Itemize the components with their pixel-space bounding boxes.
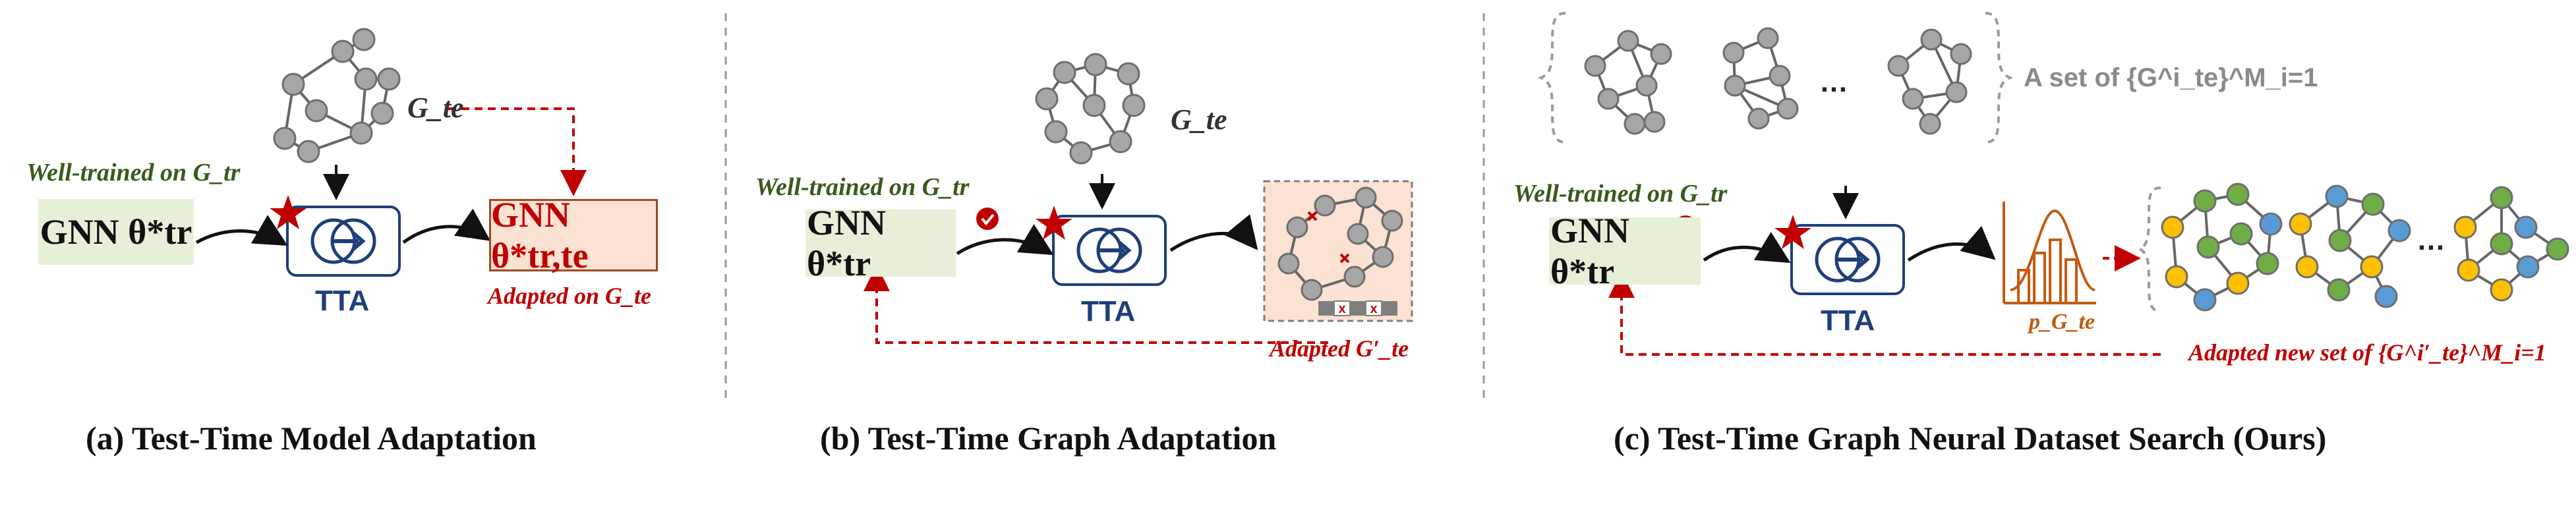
svg-text:x: x <box>1338 302 1345 316</box>
gnn-adapted-label-a: GNN θ*tr,te <box>491 195 589 275</box>
check-badge-icon <box>975 206 1000 231</box>
adapted-label-c: Adapted new set of {G^i′_te}^M_i=1 <box>2188 339 2546 366</box>
brace-icon <box>2136 186 2161 312</box>
feature-mask-bar: x x <box>1318 300 1397 316</box>
top-graph-3-nodes <box>1887 28 1972 135</box>
arrow-gnn-to-tta-a <box>195 215 288 246</box>
gnn-input-label-c: GNN θ*tr <box>1550 211 1629 291</box>
graph-label-a: G_te <box>407 92 464 124</box>
gnn-input-box-a: GNN θ*tr <box>38 199 194 265</box>
graph-nodes-a <box>273 28 401 163</box>
dashed-feedback-arrow-b <box>864 265 1328 344</box>
tta-circle-icon <box>1792 225 1904 294</box>
adapted-label-a: Adapted on G_te <box>488 283 651 309</box>
tta-label-a: TTA <box>315 285 370 317</box>
adapted-graph-nodes <box>1277 186 1403 301</box>
arrow-gnn-to-tta-b <box>956 223 1054 256</box>
removed-edge-marks <box>1307 211 1350 264</box>
distribution-label: p_G_te <box>2029 310 2095 334</box>
ellipsis-bottom: … <box>2416 224 2445 256</box>
set-label: A set of {G^i_te}^M_i=1 <box>2024 63 2318 92</box>
tta-label-c: TTA <box>1821 304 1875 337</box>
tta-label-b: TTA <box>1081 295 1136 327</box>
arrow-gnn-to-tta-c <box>1703 231 1791 264</box>
graph-label-b: G_te <box>1171 103 1227 136</box>
caption-a: (a) Test-Time Model Adaptation <box>86 420 537 457</box>
ellipsis-top: … <box>1819 66 1848 98</box>
gnn-adapted-box-a: GNN θ*tr,te <box>489 195 658 275</box>
graph-nodes-b <box>1035 53 1146 165</box>
gnn-input-label-b: GNN θ*tr <box>807 203 886 283</box>
distribution-chart-icon <box>2003 202 2096 304</box>
gnn-input-box-b: GNN θ*tr <box>805 203 956 283</box>
star-icon <box>1036 206 1072 240</box>
star-icon <box>1774 215 1811 249</box>
well-trained-label-c: Well-trained on G_tr <box>1513 180 1728 208</box>
arrow-tta-to-dist-c <box>1907 225 1996 262</box>
colored-graph-2-nodes <box>2289 184 2411 308</box>
brace-icon <box>1985 12 2014 144</box>
caption-b: (b) Test-Time Graph Adaptation <box>820 420 1277 457</box>
tta-circle-icon <box>287 207 399 275</box>
arrow-tta-to-adapted-b <box>1169 214 1258 252</box>
brace-icon <box>1537 12 1566 144</box>
dashed-arrow-graph-to-adapted-a <box>448 107 587 196</box>
colored-graph-1-nodes <box>2161 183 2283 312</box>
caption-c: (c) Test-Time Graph Neural Dataset Searc… <box>1614 420 2327 457</box>
top-graph-2-nodes <box>1722 27 1799 130</box>
well-trained-label-b: Well-trained on G_tr <box>755 173 970 201</box>
well-trained-label-a: Well-trained on G_tr <box>26 159 241 186</box>
star-icon <box>270 195 307 229</box>
adapted-label-b: Adapted G′_te <box>1270 335 1409 362</box>
gnn-input-box-c: GNN θ*tr <box>1549 211 1701 291</box>
svg-text:x: x <box>1370 302 1377 316</box>
top-graph-1-nodes <box>1584 30 1672 135</box>
gnn-input-label-a: GNN θ*tr <box>40 212 192 252</box>
colored-graph-1 <box>2171 193 2272 301</box>
colored-graph-3-nodes <box>2453 186 2569 302</box>
arrow-tta-to-adapted-a <box>402 208 491 244</box>
tta-circle-icon <box>1053 216 1165 285</box>
